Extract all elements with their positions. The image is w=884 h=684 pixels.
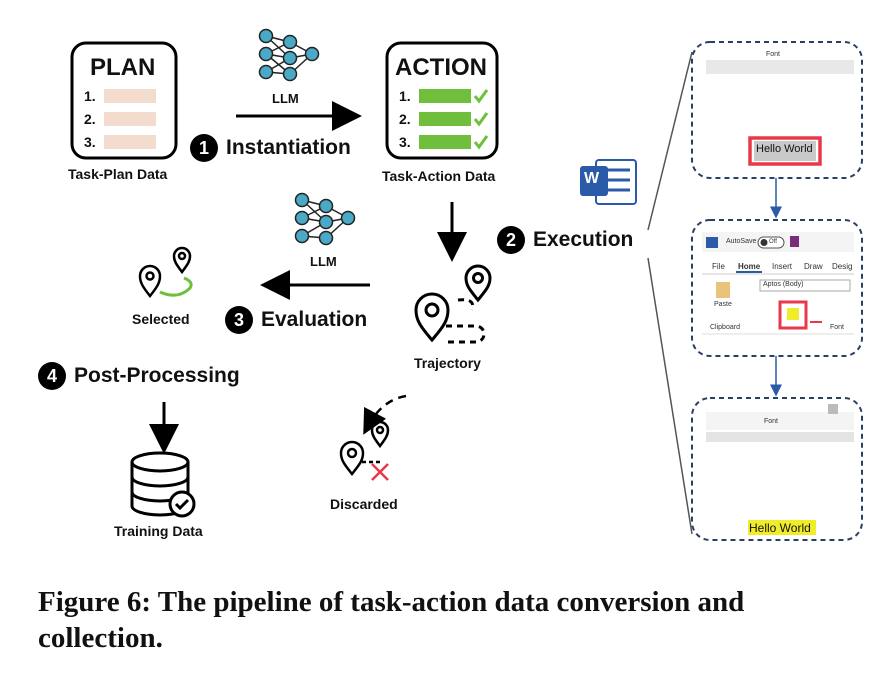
task-plan-label: Task-Plan Data — [68, 166, 168, 182]
action-item-1: 1. — [399, 88, 411, 104]
tab-home[interactable]: Home — [738, 262, 761, 271]
step-1: 1 Instantiation — [190, 134, 351, 162]
plan-title: PLAN — [90, 54, 156, 81]
training-data-label: Training Data — [114, 523, 203, 539]
discarded-route-icon — [339, 420, 390, 481]
step-1-label: Instantiation — [226, 136, 351, 159]
database-check-icon — [130, 451, 196, 518]
plan-item-3: 3. — [84, 134, 96, 150]
autosave-label: AutoSave — [726, 238, 757, 245]
selected-route-icon — [138, 246, 193, 299]
step-4: 4 Post-Processing — [38, 362, 240, 390]
tab-draw[interactable]: Draw — [804, 262, 823, 271]
action-title: ACTION — [395, 54, 487, 81]
clipboard-group-label: Clipboard — [710, 324, 740, 331]
step-3-label: Evaluation — [261, 308, 368, 331]
selected-label: Selected — [132, 311, 190, 327]
plan-document-icon — [70, 41, 178, 160]
font-name-field[interactable]: Aptos (Body) — [763, 281, 804, 288]
discard-arrow — [363, 394, 407, 435]
plan-item-2: 2. — [84, 111, 96, 127]
font-group-label: Font — [830, 324, 845, 331]
neural-network-icon — [258, 28, 320, 82]
tab-insert[interactable]: Insert — [772, 262, 793, 271]
word-logo-icon — [580, 159, 637, 205]
pipeline-diagram — [70, 28, 863, 541]
action-item-2: 2. — [399, 111, 411, 127]
action-item-3: 3. — [399, 134, 411, 150]
step-3-badge: 3 — [225, 306, 253, 334]
step-4-label: Post-Processing — [74, 364, 240, 387]
zoom-lines — [647, 51, 693, 535]
step-1-badge: 1 — [190, 134, 218, 162]
paste-button[interactable]: Paste — [714, 301, 732, 308]
autosave-toggle[interactable]: Off — [769, 239, 777, 245]
step-4-badge: 4 — [38, 362, 66, 390]
step-2-badge: 2 — [497, 226, 525, 254]
word-logo-letter: W — [584, 170, 600, 187]
tab-design[interactable]: Desig — [832, 262, 853, 271]
llm-label-top: LLM — [272, 91, 299, 106]
trajectory-route-icon — [414, 264, 492, 344]
panel1-font-header: Font — [766, 51, 781, 58]
selected-text-red-box — [748, 136, 822, 166]
figure-caption: Figure 6: The pipeline of task-action da… — [38, 586, 745, 654]
trajectory-label: Trajectory — [414, 355, 481, 371]
step-2: 2 Execution — [497, 226, 633, 254]
tab-file[interactable]: File — [712, 262, 725, 271]
panel1-selected-text: Hello World — [756, 143, 813, 155]
panel3-font-group-label: Font — [764, 418, 779, 425]
step-3: 3 Evaluation — [225, 306, 367, 334]
action-document-icon — [385, 41, 499, 160]
step-2-label: Execution — [533, 228, 634, 251]
task-action-label: Task-Action Data — [382, 168, 496, 184]
llm-label-mid: LLM — [310, 254, 337, 269]
discarded-label: Discarded — [330, 496, 398, 512]
neural-network-icon — [294, 192, 356, 246]
plan-item-1: 1. — [84, 88, 96, 104]
highlight-fill — [748, 520, 816, 535]
highlighter-red-box — [778, 300, 808, 330]
panel3-highlighted-text: Hello World — [749, 521, 811, 535]
